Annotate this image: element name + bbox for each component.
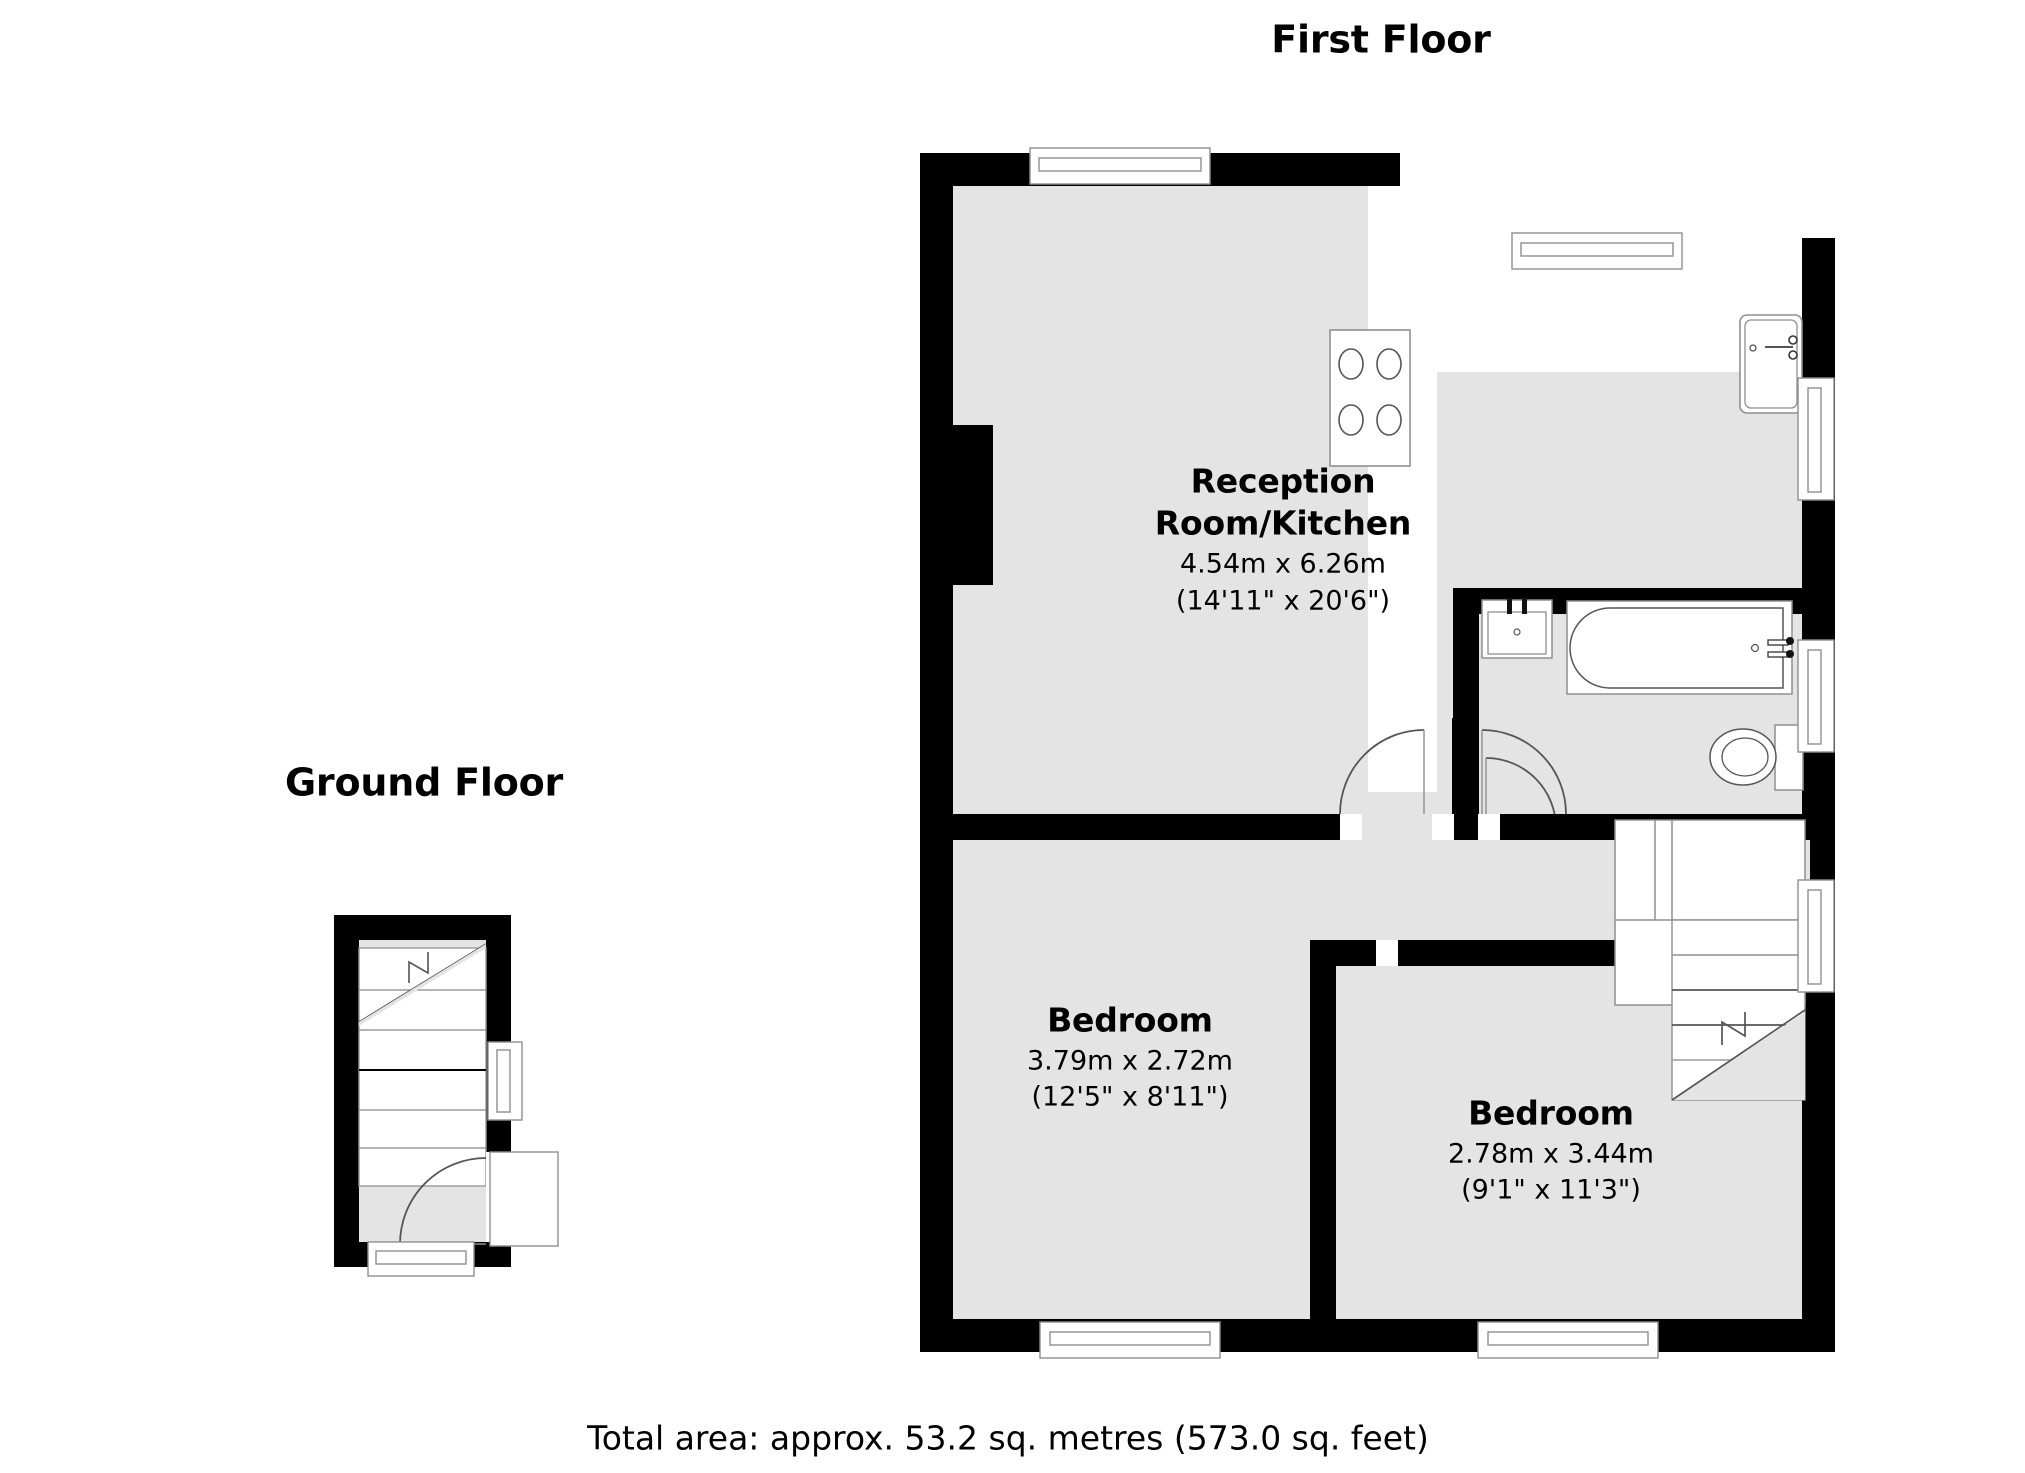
reception-room-name-line1: Reception bbox=[1191, 462, 1376, 501]
bedroom1-dim-metric: 3.79m x 2.72m bbox=[1027, 1046, 1233, 1077]
basin-icon bbox=[1481, 598, 1553, 659]
toilet-icon bbox=[1709, 724, 1804, 791]
bedroom1-floor bbox=[953, 840, 1310, 1319]
reception-room-floor bbox=[953, 186, 1368, 792]
hob-icon bbox=[1329, 329, 1411, 467]
door-reception-right bbox=[1481, 729, 1567, 815]
window-right-bathroom bbox=[1797, 639, 1835, 753]
bedroom1-dim-imperial: (12'5" x 8'11") bbox=[1032, 1082, 1229, 1113]
sink-icon bbox=[1739, 314, 1803, 414]
bedroom2-name: Bedroom bbox=[1468, 1094, 1634, 1133]
window-bottom-bedroom2 bbox=[1477, 1321, 1659, 1359]
ground-floor-entrance-door bbox=[399, 1151, 559, 1247]
door-gap-c bbox=[1478, 814, 1500, 840]
window-right-kitchen bbox=[1797, 377, 1835, 501]
total-area-footer: Total area: approx. 53.2 sq. metres (573… bbox=[586, 1419, 1429, 1458]
wall-reception-bedroom1 bbox=[920, 814, 1340, 840]
ground-floor-plan bbox=[334, 915, 559, 1277]
bath-icon bbox=[1566, 600, 1794, 695]
window-top-left bbox=[1029, 147, 1211, 185]
ground-floor-staircase bbox=[358, 943, 487, 1187]
bedroom1-name: Bedroom bbox=[1047, 1001, 1213, 1040]
ground-floor-title: Ground Floor bbox=[285, 761, 564, 805]
ground-floor-window-bottom bbox=[367, 1241, 475, 1277]
first-floor-title: First Floor bbox=[1271, 18, 1491, 62]
reception-room-name-line2: Room/Kitchen bbox=[1155, 504, 1411, 543]
door-reception-left bbox=[1339, 729, 1425, 815]
window-bottom-bedroom1 bbox=[1039, 1321, 1221, 1359]
ground-floor-window-right bbox=[487, 1041, 523, 1121]
first-floor-staircase bbox=[1671, 919, 1806, 1101]
window-top-right bbox=[1511, 232, 1683, 270]
chimney-breast-overlay bbox=[953, 425, 993, 585]
bedroom2-dim-imperial: (9'1" x 11'3") bbox=[1461, 1175, 1641, 1206]
kitchen-white-strip bbox=[1368, 186, 1430, 792]
bedroom2-dim-metric: 2.78m x 3.44m bbox=[1448, 1139, 1654, 1170]
kitchen-white-band bbox=[1368, 186, 1802, 372]
reception-room-dim-metric: 4.54m x 6.26m bbox=[1180, 549, 1386, 580]
wall-between-bedrooms bbox=[1310, 966, 1336, 1352]
first-floor-plan bbox=[920, 147, 1835, 1359]
door-gap-b bbox=[1432, 814, 1454, 840]
door-gap-a bbox=[1340, 814, 1362, 840]
reception-room-dim-imperial: (14'11" x 20'6") bbox=[1176, 586, 1390, 617]
wall-hall-stub bbox=[1452, 718, 1478, 818]
door-gap-bedroom2 bbox=[1376, 940, 1398, 966]
window-right-bedroom2 bbox=[1797, 879, 1835, 993]
